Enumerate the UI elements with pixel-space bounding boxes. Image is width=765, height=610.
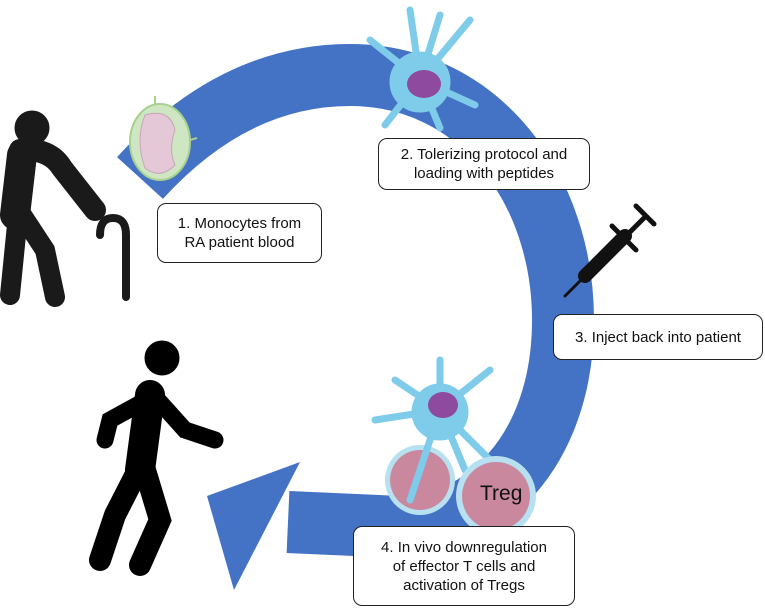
dendritic-cell-icon xyxy=(371,356,494,504)
step-3-label: 3. Inject back into patient xyxy=(553,314,763,360)
arrow-head xyxy=(207,462,300,590)
treg-label: Treg xyxy=(480,482,523,505)
step-4-label: 4. In vivo downregulation of effector T … xyxy=(353,526,575,606)
step-2-label: 2. Tolerizing protocol and loading with … xyxy=(378,138,590,190)
monocyte-cell-icon xyxy=(129,96,198,181)
dendritic-cell-icon xyxy=(366,6,479,132)
syringe-icon xyxy=(563,203,657,298)
step-1-label: 1. Monocytes from RA patient blood xyxy=(157,203,322,263)
elderly-person-icon xyxy=(0,110,130,307)
treg-cell-icon xyxy=(456,456,536,536)
walking-person-icon xyxy=(89,340,224,576)
